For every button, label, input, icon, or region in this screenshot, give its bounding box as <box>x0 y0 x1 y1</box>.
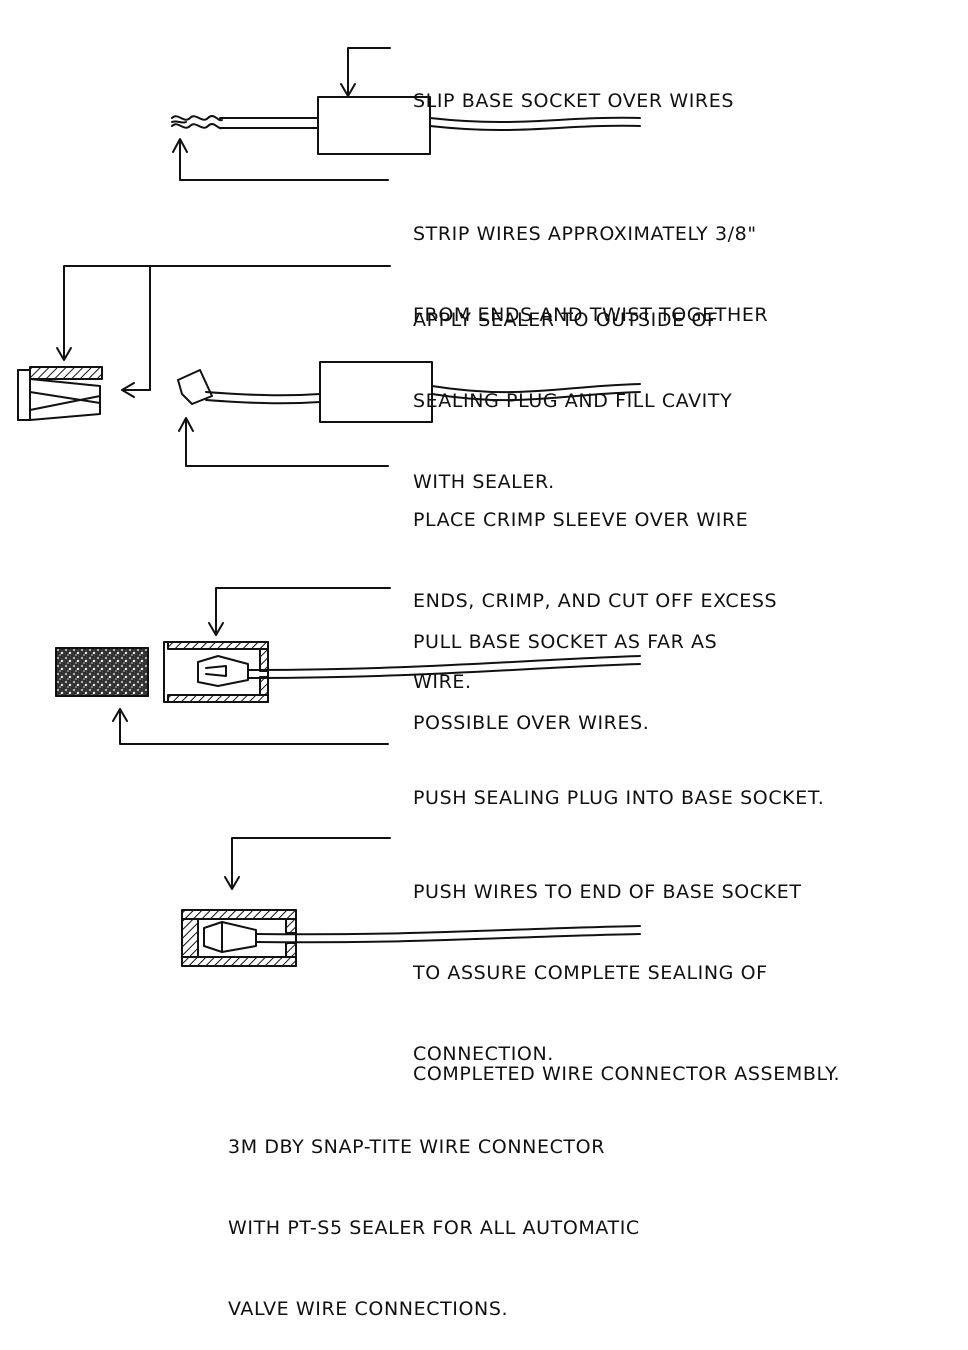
completed-connector <box>181 909 297 967</box>
step5-line-2: POSSIBLE OVER WIRES. <box>413 712 650 734</box>
step7-line-2: TO ASSURE COMPLETE SEALING OF <box>413 962 768 984</box>
step7-line-1: PUSH WIRES TO END OF BASE SOCKET <box>413 881 802 903</box>
step3-line-2: SEALING PLUG AND FILL CAVITY <box>413 390 733 412</box>
step8-label: COMPLETED WIRE CONNECTOR ASSEMBLY. <box>413 1007 840 1115</box>
step2-line-2: FROM ENDS AND TWIST TOGETHER <box>413 304 769 326</box>
step3-label: APPLY SEALER TO OUTSIDE OF SEALING PLUG … <box>413 253 732 523</box>
step1-line-1: SLIP BASE SOCKET OVER WIRES <box>413 90 734 112</box>
step4-line-3: WIRE. <box>413 671 472 693</box>
wire-pair <box>255 925 641 944</box>
wire-pair <box>247 655 641 679</box>
step8-line-1: COMPLETED WIRE CONNECTOR ASSEMBLY. <box>413 1063 841 1085</box>
step3-line-1: APPLY SEALER TO OUTSIDE OF <box>413 309 719 331</box>
filled-sealing-plug <box>55 647 149 697</box>
step4-line-1: PLACE CRIMP SLEEVE OVER WIRE <box>413 509 749 531</box>
step5-leader <box>208 587 391 636</box>
step2-label: STRIP WIRES APPROXIMATELY 3/8" FROM ENDS… <box>413 167 768 356</box>
step4-label: PLACE CRIMP SLEEVE OVER WIRE ENDS, CRIMP… <box>413 453 777 723</box>
step3-leader <box>56 265 391 398</box>
step5-line-1: PULL BASE SOCKET AS FAR AS <box>413 631 718 653</box>
step2-line-1: STRIP WIRES APPROXIMATELY 3/8" <box>413 223 757 245</box>
crimp-sleeve <box>177 369 213 405</box>
step4-leader <box>178 417 389 467</box>
stripped-twisted-wire-ends <box>171 115 319 130</box>
step7-label: PUSH WIRES TO END OF BASE SOCKET TO ASSU… <box>413 825 802 1095</box>
wire-connector-diagram <box>17 47 641 967</box>
footer-line-2: WITH PT-S5 SEALER FOR ALL AUTOMATIC <box>228 1217 640 1239</box>
step1-label: SLIP BASE SOCKET OVER WIRES <box>413 34 734 142</box>
step6-label: PUSH SEALING PLUG INTO BASE SOCKET. <box>413 731 824 839</box>
footer-line-3: VALVE WIRE CONNECTIONS. <box>228 1298 509 1320</box>
base-socket-with-crimp <box>163 641 269 703</box>
step1-leader <box>340 47 391 97</box>
step7-line-3: CONNECTION. <box>413 1043 554 1065</box>
step2-leader <box>172 138 389 181</box>
footer-note: 3M DBY SNAP-TITE WIRE CONNECTOR WITH PT-… <box>228 1080 640 1350</box>
step6-line-1: PUSH SEALING PLUG INTO BASE SOCKET. <box>413 787 825 809</box>
step7-leader <box>224 837 391 890</box>
sealing-plug <box>17 366 103 421</box>
step4-line-2: ENDS, CRIMP, AND CUT OFF EXCESS <box>413 590 778 612</box>
step5-label: PULL BASE SOCKET AS FAR AS POSSIBLE OVER… <box>413 575 717 764</box>
base-socket <box>319 361 433 423</box>
wire-pair <box>431 383 641 402</box>
footer-line-1: 3M DBY SNAP-TITE WIRE CONNECTOR <box>228 1136 605 1158</box>
step6-leader <box>112 708 389 745</box>
wire-pair <box>205 391 321 405</box>
step3-line-3: WITH SEALER. <box>413 471 555 493</box>
wire-pair <box>429 116 641 131</box>
